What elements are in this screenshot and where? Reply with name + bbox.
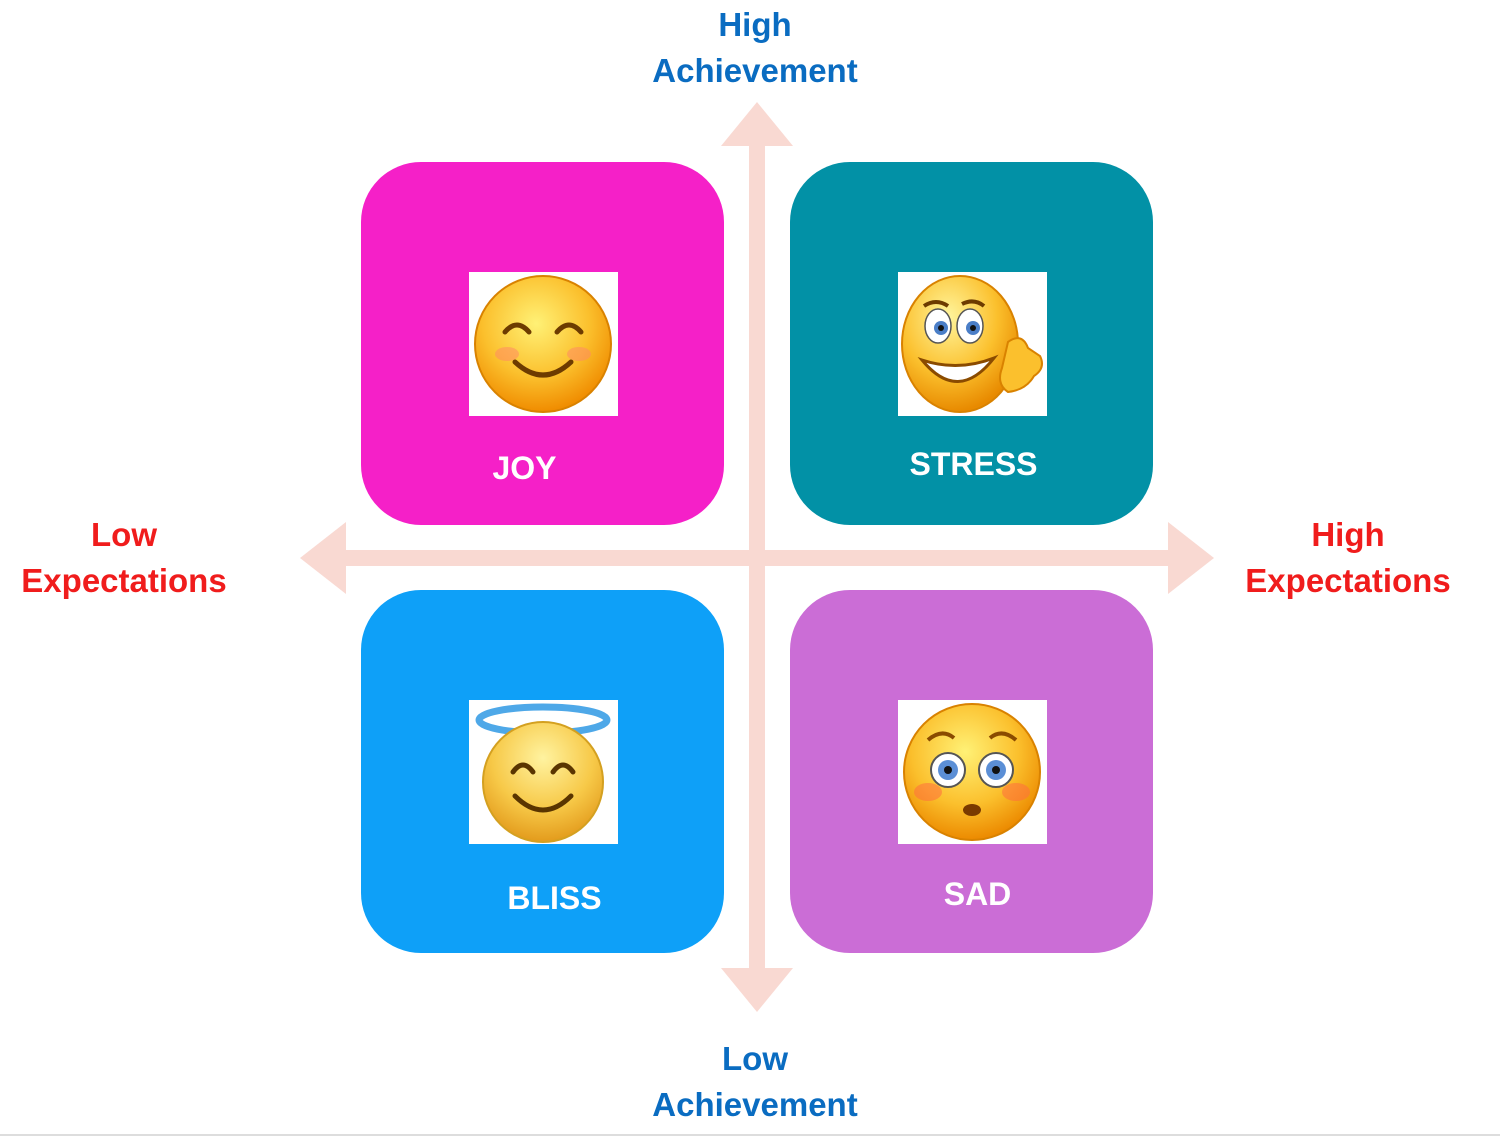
- axis-label-right-line2: Expectations: [1245, 562, 1451, 599]
- halo-face-icon: [469, 700, 618, 844]
- axis-label-right-line1: High: [1311, 516, 1385, 553]
- quadrant-sad-label: SAD: [943, 876, 1012, 912]
- right-arrowhead: [1168, 522, 1214, 594]
- axis-label-top: High Achievement: [600, 2, 910, 94]
- axis-label-bottom-line1: Low: [722, 1040, 788, 1077]
- axis-label-top-line2: Achievement: [652, 52, 858, 89]
- horizontal-axis-shaft: [340, 550, 1175, 566]
- axis-label-top-line1: High: [718, 6, 792, 43]
- up-arrowhead: [721, 102, 793, 146]
- bottom-divider: [0, 1134, 1500, 1136]
- flushed-face-icon: [898, 700, 1047, 844]
- grinning-thumbs-face-icon: [898, 272, 1047, 416]
- quadrant-bliss: BLISS: [361, 590, 724, 953]
- quadrant-joy-label: JOY: [492, 450, 557, 486]
- axis-label-left-line1: Low: [91, 516, 157, 553]
- axis-label-left-line2: Expectations: [21, 562, 227, 599]
- quadrant-sad: SAD: [790, 590, 1153, 953]
- axis-label-bottom: Low Achievement: [600, 1036, 910, 1128]
- down-arrowhead: [721, 968, 793, 1012]
- axis-label-left: Low Expectations: [0, 512, 248, 604]
- smiling-face-icon: [469, 272, 618, 416]
- quadrant-bliss-label: BLISS: [507, 880, 602, 916]
- axis-label-right: High Expectations: [1228, 512, 1468, 604]
- axis-label-bottom-line2: Achievement: [652, 1086, 858, 1123]
- quadrant-stress: STRESS: [790, 162, 1153, 525]
- left-arrowhead: [300, 522, 346, 594]
- quadrant-joy: JOY: [361, 162, 724, 525]
- quadrant-stress-label: STRESS: [909, 446, 1038, 482]
